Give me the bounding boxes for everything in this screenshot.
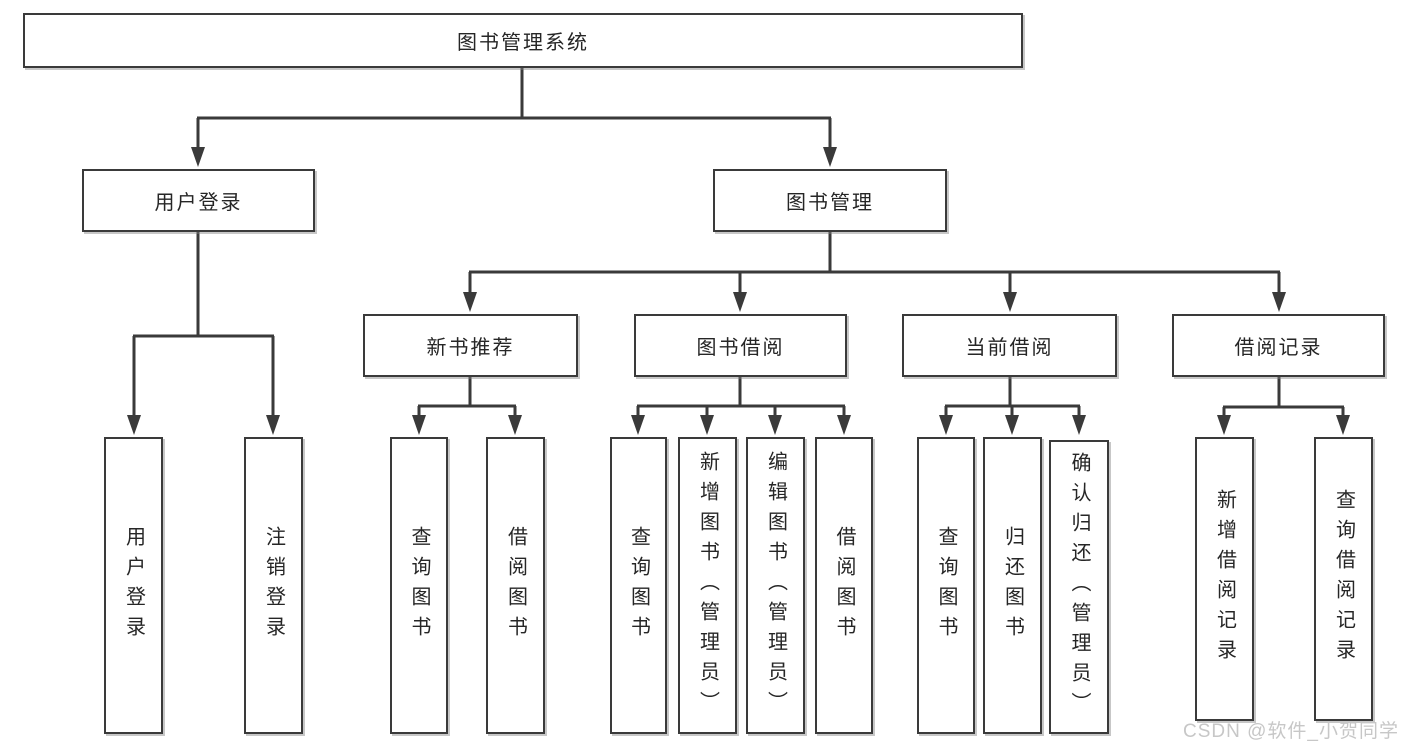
node-library-management-system: 图书管理系统	[23, 13, 1023, 68]
node-label: 查询图书	[627, 525, 650, 646]
leaf-confirm-return-admin: 确认归还（管理员）	[1049, 440, 1109, 734]
branch-root	[197, 68, 831, 120]
node-label: 新增借阅记录	[1213, 489, 1236, 669]
arrow-icon	[1072, 415, 1086, 435]
node-label: 借阅图书	[833, 525, 855, 646]
node-label: 归还图书	[1001, 525, 1024, 646]
leaf-borrow-books-2: 借阅图书	[815, 437, 873, 734]
arrow-icon	[127, 415, 141, 435]
node-current-borrowing: 当前借阅	[902, 314, 1117, 377]
arrow-icon	[939, 415, 953, 435]
node-label: 图书借阅	[696, 337, 785, 359]
node-label: 当前借阅	[965, 337, 1054, 359]
arrow-icon	[191, 147, 205, 167]
node-label: 新增图书（管理员）	[696, 450, 719, 721]
branch-borrowing-records	[1223, 377, 1344, 409]
leaf-borrow-books-1: 借阅图书	[486, 437, 545, 734]
arrow-icon	[1003, 292, 1017, 312]
arrow-icon	[1336, 415, 1350, 435]
node-label: 查询图书	[408, 525, 430, 646]
leaf-query-books-2: 查询图书	[610, 437, 667, 734]
arrow-icon	[1217, 415, 1231, 435]
arrow-icon	[733, 292, 747, 312]
node-user-login: 用户登录	[82, 169, 315, 232]
branch-new-book-recommend	[418, 377, 516, 408]
leaf-add-borrow-record: 新增借阅记录	[1195, 437, 1254, 721]
node-label: 用户登录	[154, 192, 243, 214]
node-label: 借阅图书	[504, 525, 527, 646]
arrow-icon	[631, 415, 645, 435]
node-label: 用户登录	[122, 525, 145, 646]
arrow-icon	[768, 415, 782, 435]
node-label: 新书推荐	[426, 337, 515, 359]
branch-current-borrowing	[945, 377, 1080, 408]
leaf-query-borrow-record: 查询借阅记录	[1314, 437, 1373, 721]
leaf-query-books-1: 查询图书	[390, 437, 448, 734]
arrow-icon	[412, 415, 426, 435]
leaf-edit-book-admin: 编辑图书（管理员）	[746, 437, 805, 734]
arrow-icon	[463, 292, 477, 312]
csdn-watermark: CSDN @软件_小贺同学	[1183, 721, 1399, 742]
node-label: 借阅记录	[1234, 337, 1323, 359]
leaf-logout: 注销登录	[244, 437, 303, 734]
node-label: 确认归还（管理员）	[1068, 452, 1090, 722]
branch-book-borrowing	[637, 377, 845, 408]
arrow-icon	[1272, 292, 1286, 312]
arrow-icon	[823, 147, 837, 167]
branch-book-management	[469, 232, 1280, 274]
node-label: 图书管理	[786, 192, 874, 214]
leaf-add-book-admin: 新增图书（管理员）	[678, 437, 737, 734]
branch-user-login	[133, 232, 274, 338]
arrow-icon	[700, 415, 714, 435]
node-label: 查询图书	[935, 525, 957, 646]
node-book-borrowing: 图书借阅	[634, 314, 847, 377]
arrow-icon	[508, 415, 522, 435]
arrow-icon	[1005, 415, 1019, 435]
node-label: 图书管理系统	[457, 32, 589, 54]
leaf-user-login: 用户登录	[104, 437, 163, 734]
node-label: 查询借阅记录	[1332, 489, 1355, 669]
node-label: 注销登录	[262, 525, 285, 646]
node-new-book-recommend: 新书推荐	[363, 314, 578, 377]
node-borrowing-records: 借阅记录	[1172, 314, 1385, 377]
arrow-icon	[837, 415, 851, 435]
node-book-management: 图书管理	[713, 169, 947, 232]
arrow-icon	[266, 415, 280, 435]
leaf-return-book: 归还图书	[983, 437, 1042, 734]
node-label: 编辑图书（管理员）	[764, 450, 787, 721]
leaf-query-books-3: 查询图书	[917, 437, 975, 734]
